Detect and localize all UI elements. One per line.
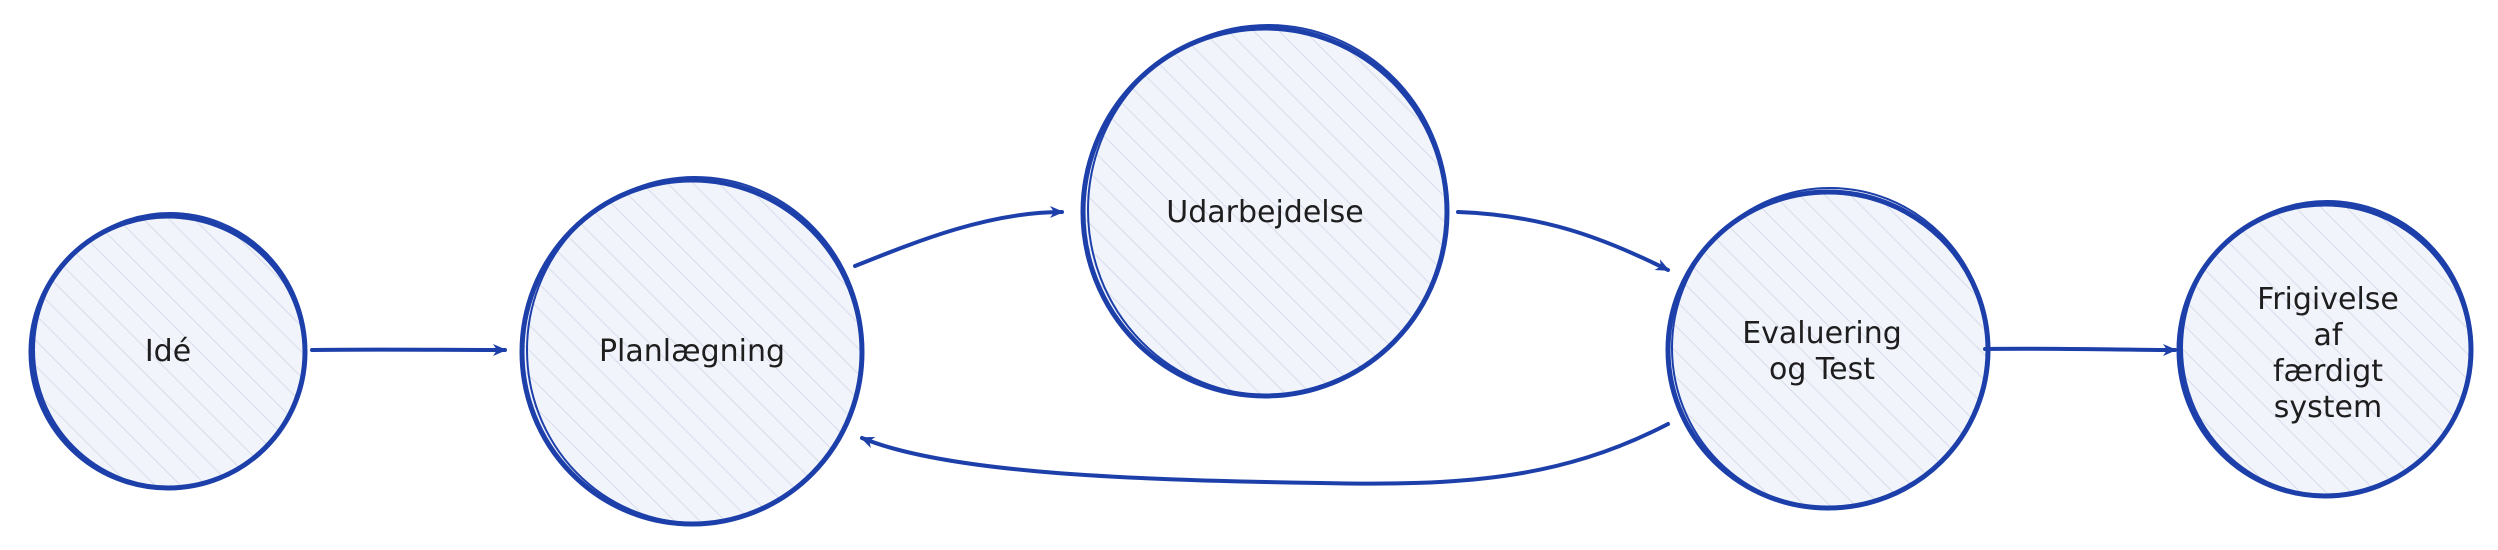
node-label-line: af: [2313, 318, 2343, 353]
node-label-line: Idé: [144, 334, 192, 369]
node-ide: [28, 212, 308, 491]
edge-evaluering-to-frigivelse: [1983, 343, 2177, 356]
node-label-udarbejdelse: Udarbejdelse: [1166, 195, 1363, 231]
edge-udarbejdelse-to-evaluering: [1456, 210, 1670, 272]
edges: [310, 206, 2177, 486]
edge-planlaegning-to-udarbejdelse: [853, 206, 1064, 268]
node-label-planlaegning: Planlægning: [599, 334, 785, 370]
node-label-line: Evaluering: [1742, 316, 1902, 351]
node-label-line: Planlægning: [598, 334, 786, 369]
node-label-evaluering: Evaluering og Test: [1742, 316, 1902, 388]
node-label-line: Frigivelse: [2257, 282, 2399, 317]
node-label-line: færdigt: [2272, 354, 2384, 389]
node-udarbejdelse: [1080, 24, 1450, 399]
node-frigivelse: [2176, 200, 2474, 499]
node-label-frigivelse: Frigivelse af færdigt system: [2257, 282, 2399, 426]
node-label-line: system: [2273, 390, 2383, 425]
node-shapes: [28, 24, 2474, 527]
node-planlaegning: [519, 176, 865, 527]
node-label-ide: Idé: [145, 334, 191, 370]
edge-evaluering-to-planlaegning: [860, 422, 1670, 486]
node-label-line: Udarbejdelse: [1166, 195, 1364, 230]
node-label-line: og Test: [1768, 352, 1875, 387]
